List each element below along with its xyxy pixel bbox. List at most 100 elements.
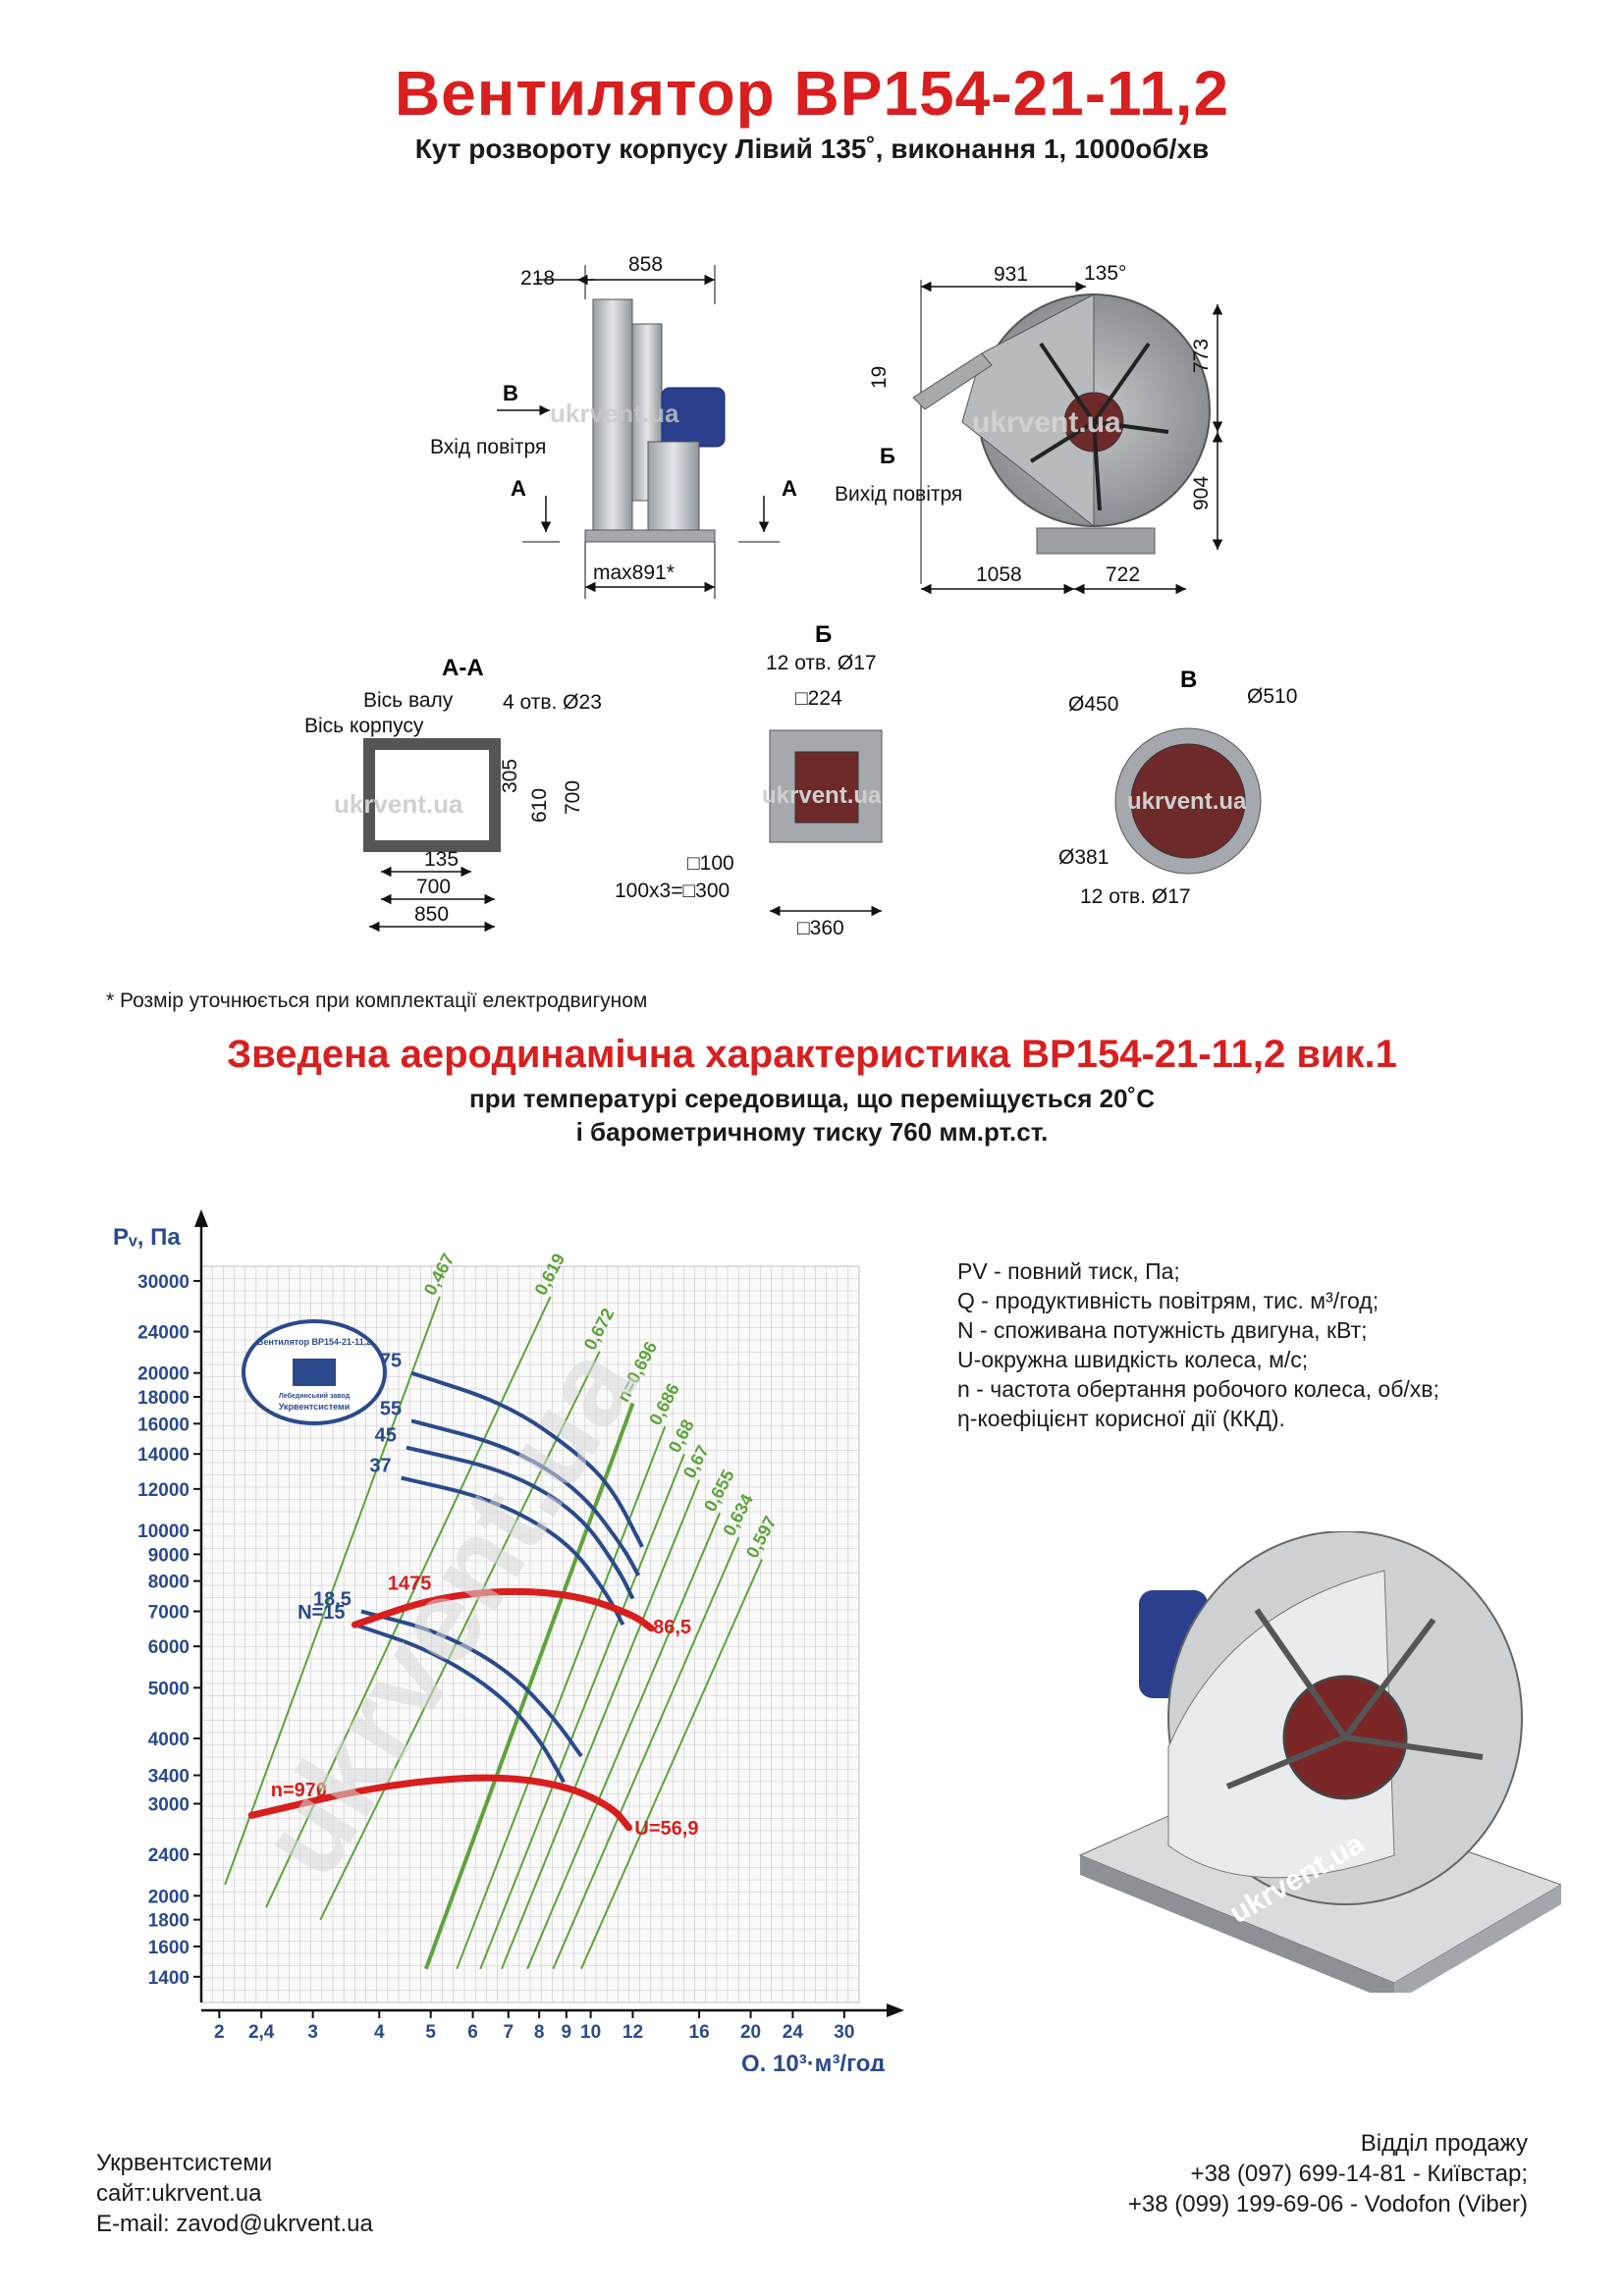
front-label-b: Б xyxy=(880,444,895,468)
svg-text:Лебединський завод: Лебединський завод xyxy=(279,1392,351,1400)
y-tick-label: 1800 xyxy=(148,1911,189,1932)
sales-phone-1[interactable]: +38 (097) 699-14-81 - Київстар; xyxy=(1190,2161,1528,2187)
x-tick-label: 20 xyxy=(740,2022,761,2043)
y-tick-label: 3000 xyxy=(148,1795,189,1816)
power-curve xyxy=(410,1418,641,1576)
y-tick-label: 14000 xyxy=(137,1445,189,1466)
chart-axes: 3000024000200001800016000140001200010000… xyxy=(113,1209,904,2071)
speed-label: n=970 xyxy=(271,1780,327,1801)
technical-drawings: 218 858 ukrvent.ua В Вхід повітря А А ma… xyxy=(304,253,1297,939)
watermark-v: ukrvent.ua xyxy=(1127,788,1247,815)
page-subtitle: Кут розвороту корпусу Лівий 135˚, викона… xyxy=(414,133,1210,164)
speed-label: 1475 xyxy=(388,1573,432,1594)
section-mark-a-left: А xyxy=(511,476,526,501)
y-tick-label: 5000 xyxy=(148,1679,189,1699)
x-tick-label: 24 xyxy=(783,2022,804,2043)
y-axis-arrow xyxy=(194,1209,208,1227)
x-tick-label: 12 xyxy=(623,2022,643,2043)
power-label: 45 xyxy=(375,1425,397,1447)
shaft-axis-label: Вісь валу xyxy=(363,689,454,712)
y-tick-label: 9000 xyxy=(148,1545,189,1566)
dim-700v: 700 xyxy=(562,780,584,815)
efficiency-line xyxy=(319,1351,601,1921)
watermark-b: ukrvent.ua xyxy=(762,782,882,809)
efficiency-line xyxy=(501,1479,701,1970)
efficiency-line xyxy=(479,1453,685,1970)
dim-max891: max891* xyxy=(593,561,675,584)
x-tick-label: 2,4 xyxy=(248,2022,275,2043)
power-curve xyxy=(360,1609,583,1758)
speed-curve xyxy=(351,1587,655,1632)
x-tick-label: 7 xyxy=(503,2022,514,2043)
x-tick-label: 9 xyxy=(562,2022,572,2043)
power-label: N=15 xyxy=(298,1602,345,1624)
x-tick-label: 4 xyxy=(374,2022,385,2043)
y-tick-label: 10000 xyxy=(137,1522,189,1542)
y-tick-label: 12000 xyxy=(137,1480,189,1501)
flange-v-title: В xyxy=(1180,667,1197,693)
front-outlet-label: Вихід повітря xyxy=(835,483,962,506)
x-tick-label: 6 xyxy=(467,2022,478,2043)
dim-904: 904 xyxy=(1190,476,1213,510)
flange-b-title: Б xyxy=(815,621,832,648)
power-label: 37 xyxy=(369,1456,391,1477)
x-tick-label: 30 xyxy=(834,2022,854,2043)
power-label: 55 xyxy=(380,1398,402,1419)
company-site[interactable]: сайт:ukrvent.ua xyxy=(96,2180,262,2207)
product-logo: Вентилятор ВР154-21-11,2 Лебединський за… xyxy=(242,1319,387,1425)
dim-381: Ø381 xyxy=(1058,846,1109,869)
legend-item: η-коефіцієнт корисної дії (ККД). xyxy=(957,1406,1285,1431)
y-tick-label: 1600 xyxy=(148,1938,189,1958)
efficiency-line xyxy=(526,1512,722,1970)
legend: PV - повний тиск, Па;Q - продуктивність … xyxy=(957,1256,1439,1433)
section-title: Зведена аеродинамічна характеристика ВР1… xyxy=(227,1033,1397,1076)
dim-218: 218 xyxy=(520,267,555,290)
power-curves xyxy=(353,1370,644,1784)
aerodynamic-chart: Вентилятор ВР154-21-11,2 Лебединський за… xyxy=(113,1209,904,2071)
speed-label: U=56,9 xyxy=(634,1818,698,1840)
side-inlet-label: Вхід повітря xyxy=(430,436,546,458)
efficiency-lines xyxy=(224,1296,763,1970)
flange-b-holes: 12 отв. Ø17 xyxy=(766,652,877,674)
sales-phone-2[interactable]: +38 (099) 199-69-06 - Vodofon (Viber) xyxy=(1127,2191,1528,2217)
y-tick-label: 3400 xyxy=(148,1767,189,1788)
dim-722: 722 xyxy=(1106,563,1140,586)
y-tick-label: 6000 xyxy=(148,1637,189,1658)
footer-contacts: Укрвентсистеми сайт:ukrvent.ua E-mail: z… xyxy=(96,2148,373,2239)
watermark-front: ukrvent.ua xyxy=(972,406,1121,439)
legend-item: n - частота обертання робочого колеса, о… xyxy=(957,1376,1439,1402)
efficiency-line xyxy=(224,1296,441,1886)
power-label: 18,5 xyxy=(313,1589,352,1611)
legend-item: PV - повний тиск, Па; xyxy=(957,1258,1180,1284)
product-photo: ukrvent.ua xyxy=(1078,1531,1561,1993)
x-tick-label: 5 xyxy=(425,2022,436,2043)
y-tick-label: 2400 xyxy=(148,1845,189,1866)
section-aa-title: А-А xyxy=(442,655,484,681)
company-email[interactable]: E-mail: zavod@ukrvent.ua xyxy=(96,2211,373,2237)
y-tick-label: 16000 xyxy=(137,1415,189,1435)
side-label-b: В xyxy=(503,381,518,405)
dim-700: 700 xyxy=(416,876,451,898)
power-curve xyxy=(401,1475,625,1627)
y-tick-label: 7000 xyxy=(148,1603,189,1624)
dim-773: 773 xyxy=(1190,339,1213,373)
dim-300: 100х3=□300 xyxy=(615,880,730,902)
power-label: 75 xyxy=(380,1351,402,1372)
speed-label: 86,5 xyxy=(653,1617,691,1638)
power-curve xyxy=(410,1370,644,1548)
y-tick-label: 24000 xyxy=(137,1323,189,1344)
aa-holes-label: 4 отв. Ø23 xyxy=(503,691,602,714)
y-tick-label: 20000 xyxy=(137,1364,189,1385)
page-title: Вентилятор ВР154-21-11,2 xyxy=(394,58,1230,129)
dim-610: 610 xyxy=(528,788,551,823)
y-axis-title: Pᵥ, Па xyxy=(113,1224,181,1251)
side-view: 218 858 ukrvent.ua В Вхід повітря А А ma… xyxy=(430,253,797,599)
svg-text:Вентилятор ВР154-21-11,2: Вентилятор ВР154-21-11,2 xyxy=(257,1337,371,1347)
watermark-side: ukrvent.ua xyxy=(550,399,679,428)
flange-v: В Ø450 Ø510 ukrvent.ua Ø381 12 отв. Ø17 xyxy=(1058,667,1297,908)
dim-angle: 135° xyxy=(1084,262,1126,285)
x-tick-label: 16 xyxy=(689,2022,710,2043)
dim-305: 305 xyxy=(499,759,521,793)
power-curve xyxy=(406,1445,635,1600)
body-axis-label: Вісь корпусу xyxy=(304,715,424,737)
